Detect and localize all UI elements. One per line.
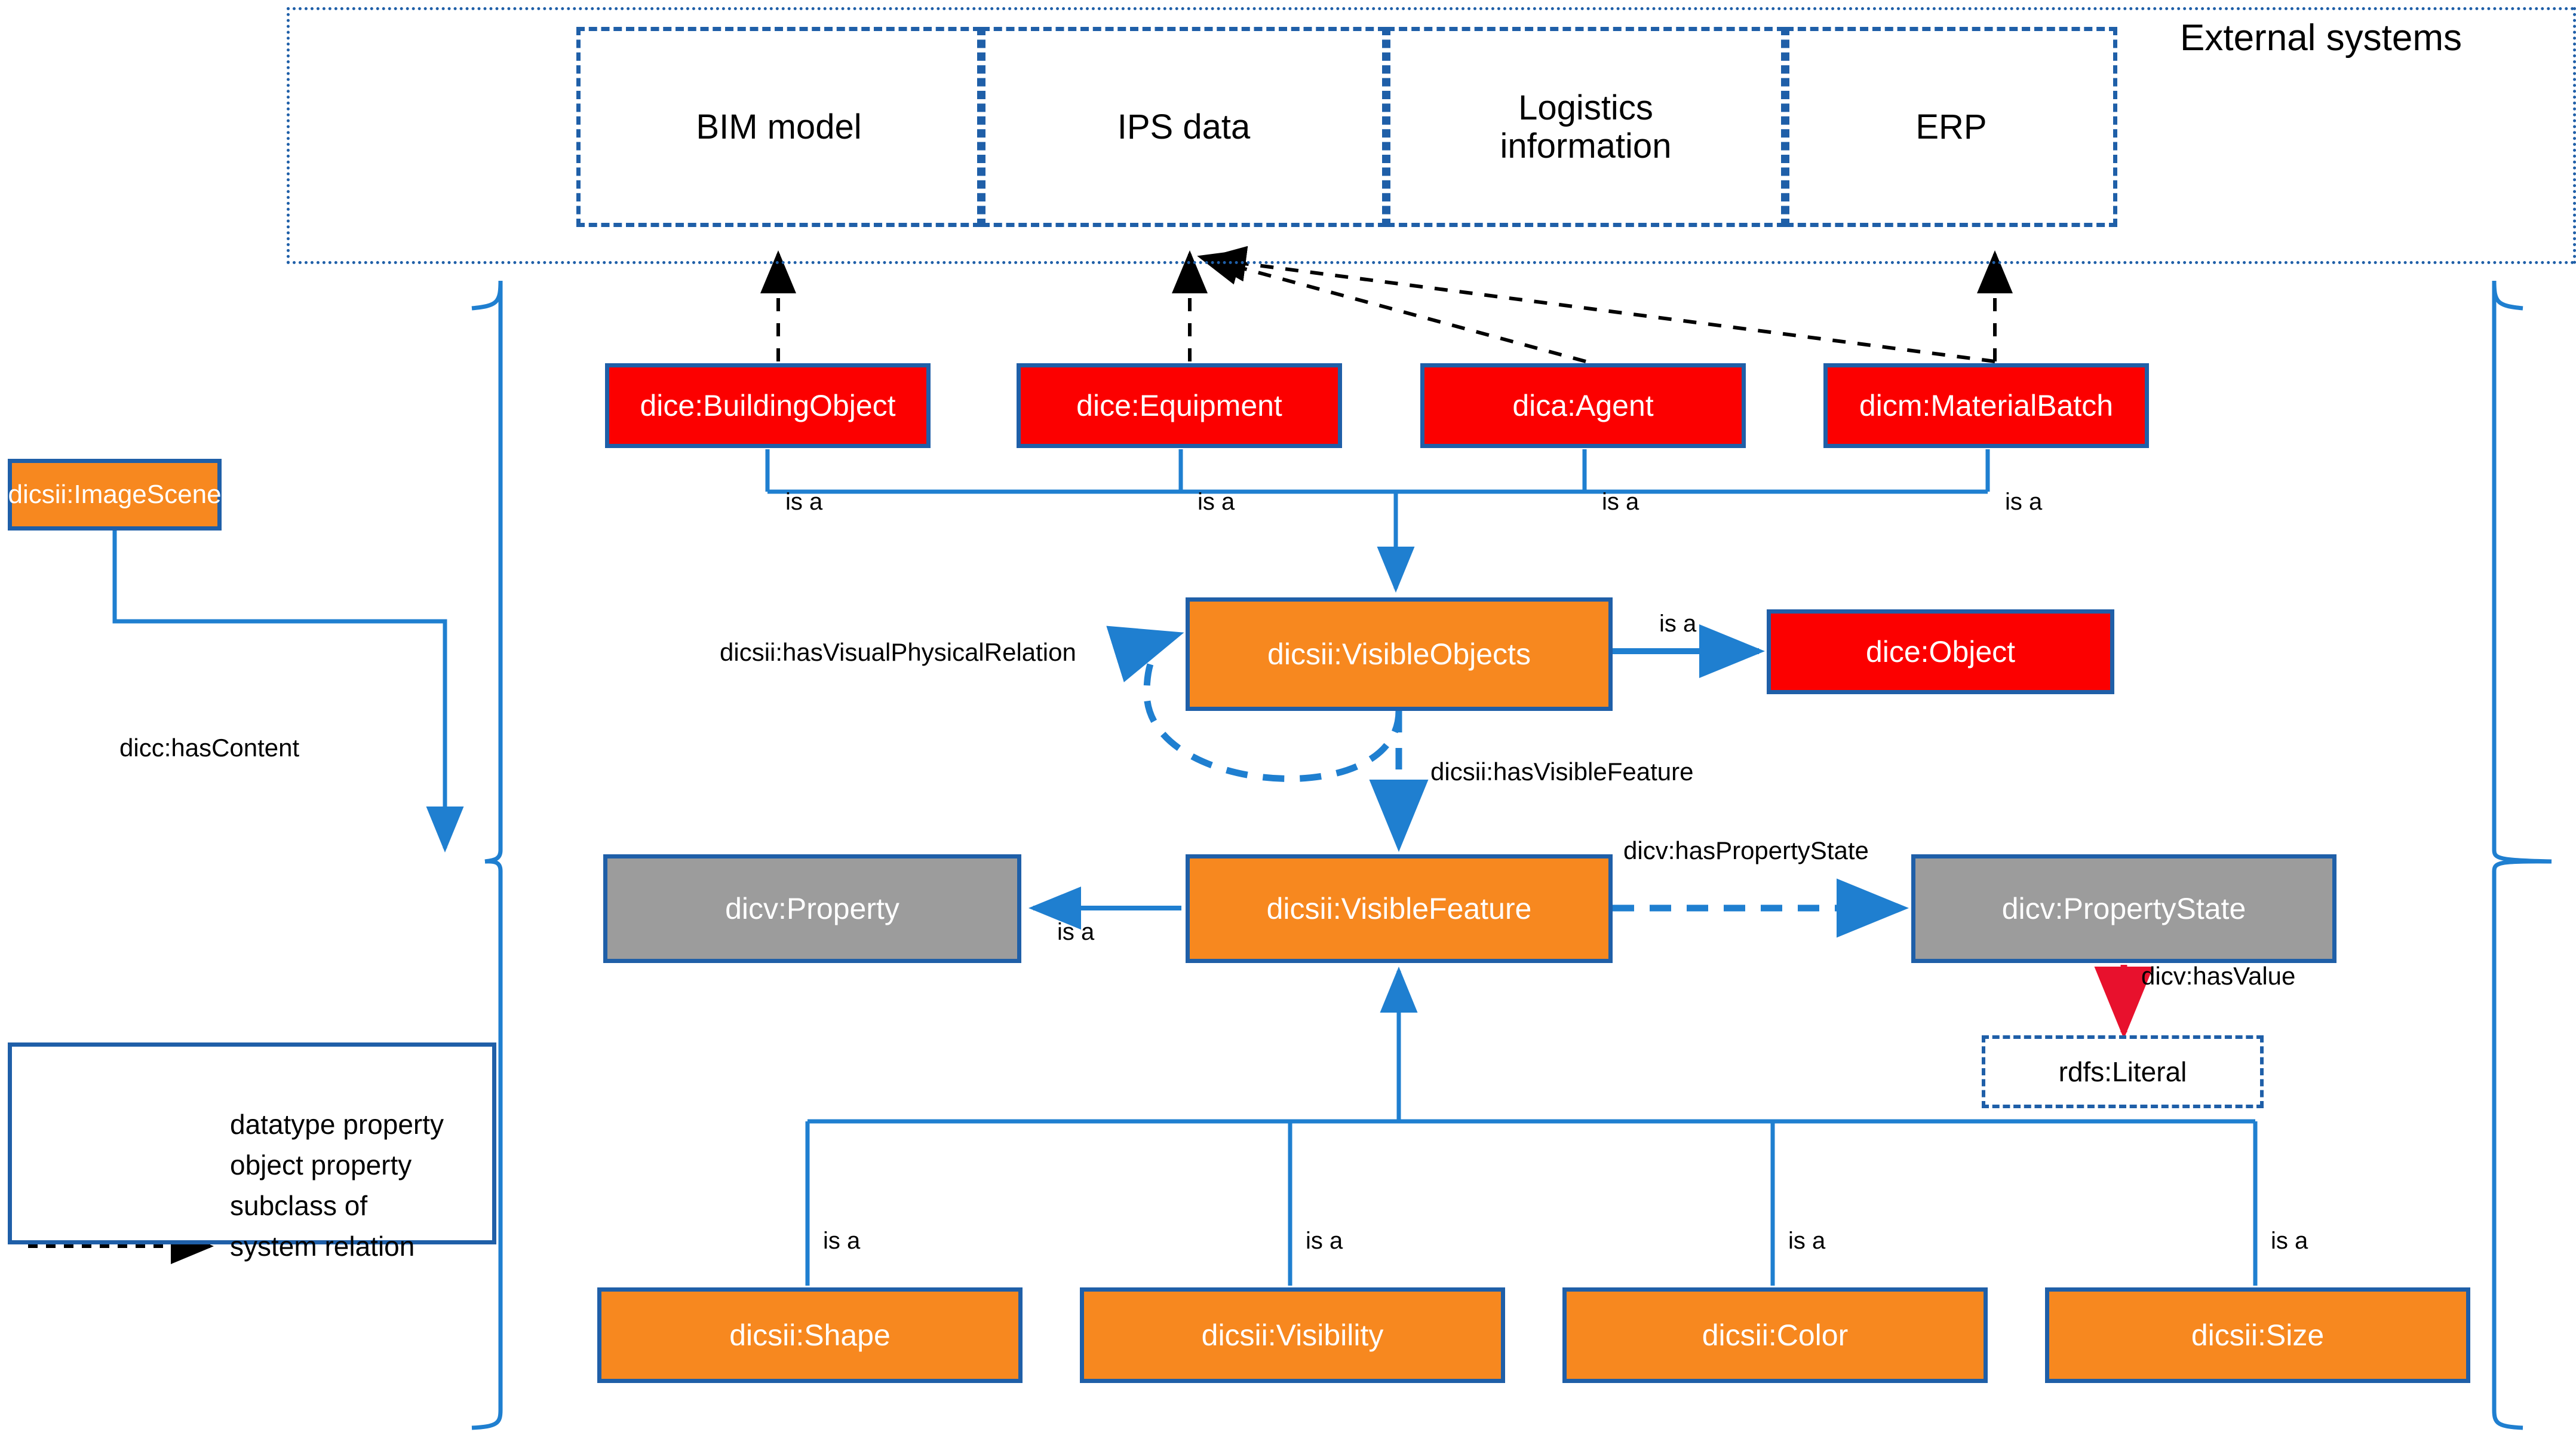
isa-label-agent: is a: [1602, 489, 1639, 515]
isa-label-materialbatch: is a: [2005, 489, 2043, 515]
isa-label-buildingobject: is a: [785, 489, 823, 515]
legend-label-system-relation: system relation: [230, 1231, 415, 1262]
legend-label-datatype-property: datatype property: [230, 1109, 444, 1140]
edge-label-hasvisiblefeature: dicsii:hasVisibleFeature: [1430, 758, 1694, 786]
isa-label-equipment: is a: [1198, 489, 1235, 515]
class-dicsii-size[interactable]: dicsii:Size: [2045, 1287, 2470, 1383]
isa-label-visibility: is a: [1306, 1228, 1343, 1254]
edge-label-hasvisualphysicalrelation: dicsii:hasVisualPhysicalRelation: [720, 638, 1076, 666]
class-dicsii-color[interactable]: dicsii:Color: [1562, 1287, 1988, 1383]
external-system-bim-model[interactable]: BIM model: [576, 27, 981, 227]
external-systems-label: External systems: [2180, 17, 2463, 59]
edge-label-haspropertystate: dicv:hasPropertyState: [1623, 836, 1869, 864]
external-system-logistics-information[interactable]: Logistics information: [1386, 27, 1785, 227]
legend-panel: [8, 1042, 496, 1244]
class-rdfs-literal[interactable]: rdfs:Literal: [1982, 1035, 2264, 1108]
subclass-bus-top: [765, 449, 1990, 593]
class-dice-object[interactable]: dice:Object: [1767, 609, 2114, 694]
class-dica-agent[interactable]: dica:Agent: [1420, 363, 1746, 448]
class-dice-buildingobject[interactable]: dice:BuildingObject: [605, 363, 931, 448]
external-systems-container: [287, 7, 2576, 264]
isa-label-visiblefeature-property: is a: [1057, 919, 1095, 945]
right-brace: [2492, 280, 2552, 1430]
legend-label-subclass-of: subclass of: [230, 1190, 368, 1221]
class-dicm-materialbatch[interactable]: dicm:MaterialBatch: [1823, 363, 2149, 448]
class-dicv-property[interactable]: dicv:Property: [603, 854, 1021, 963]
isa-label-visibleobjects-object: is a: [1659, 611, 1697, 637]
isa-label-color: is a: [1788, 1228, 1826, 1254]
class-dicsii-visiblefeature[interactable]: dicsii:VisibleFeature: [1186, 854, 1613, 963]
isa-label-shape: is a: [823, 1228, 861, 1254]
system-relation-diagonals: [1197, 246, 2013, 363]
edge-hascontent: [112, 531, 464, 853]
subclass-bus-bottom: [805, 967, 2258, 1286]
left-brace: [471, 280, 503, 1430]
external-system-erp[interactable]: ERP: [1785, 27, 2117, 227]
legend-label-object-property: object property: [230, 1149, 412, 1180]
isa-label-size: is a: [2271, 1228, 2308, 1254]
external-system-ips-data[interactable]: IPS data: [981, 27, 1386, 227]
class-dicsii-visibility[interactable]: dicsii:Visibility: [1080, 1287, 1505, 1383]
system-relation-edges: [760, 250, 1208, 361]
class-dicsii-imagescene[interactable]: dicsii:ImageScene: [8, 459, 222, 531]
class-dicv-propertystate[interactable]: dicv:PropertyState: [1911, 854, 2336, 963]
class-dice-equipment[interactable]: dice:Equipment: [1017, 363, 1342, 448]
edge-label-hasvalue: dicv:hasValue: [2141, 962, 2296, 990]
class-dicsii-shape[interactable]: dicsii:Shape: [597, 1287, 1023, 1383]
class-dicsii-visibleobjects[interactable]: dicsii:VisibleObjects: [1186, 597, 1613, 711]
edge-label-hascontent: dicc:hasContent: [119, 734, 300, 762]
